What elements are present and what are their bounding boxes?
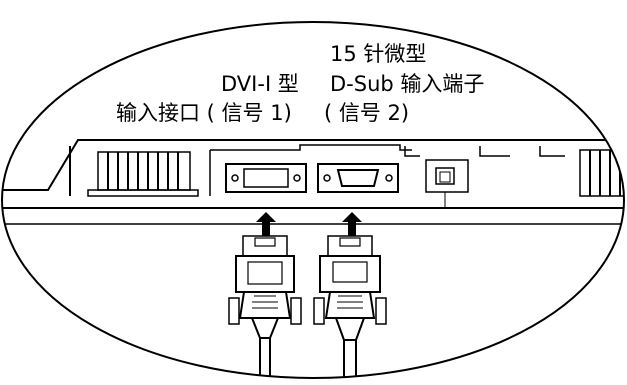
dsub-label-line1: 15 针微型 <box>330 42 427 66</box>
monitor-rear-panel <box>2 139 624 225</box>
dsub-cable-connector <box>313 235 387 378</box>
dvi-label-line2: 输入接口 ( 信号 1) <box>116 101 292 125</box>
magnifier-ellipse <box>1 21 625 379</box>
dvi-cable-connector <box>228 235 302 378</box>
insert-arrow-dvi <box>256 212 276 236</box>
dsub-label-line2: D-Sub 输入端子 <box>330 72 485 96</box>
left-vent-grille <box>87 151 199 197</box>
dsub-port <box>317 163 399 193</box>
dvi-label-line1: DVI-I 型 <box>221 72 299 96</box>
dsub-label-line3: ( 信号 2) <box>324 101 410 125</box>
insert-arrow-dsub <box>342 212 362 236</box>
usb-port <box>425 159 469 208</box>
dvi-port <box>225 163 307 193</box>
